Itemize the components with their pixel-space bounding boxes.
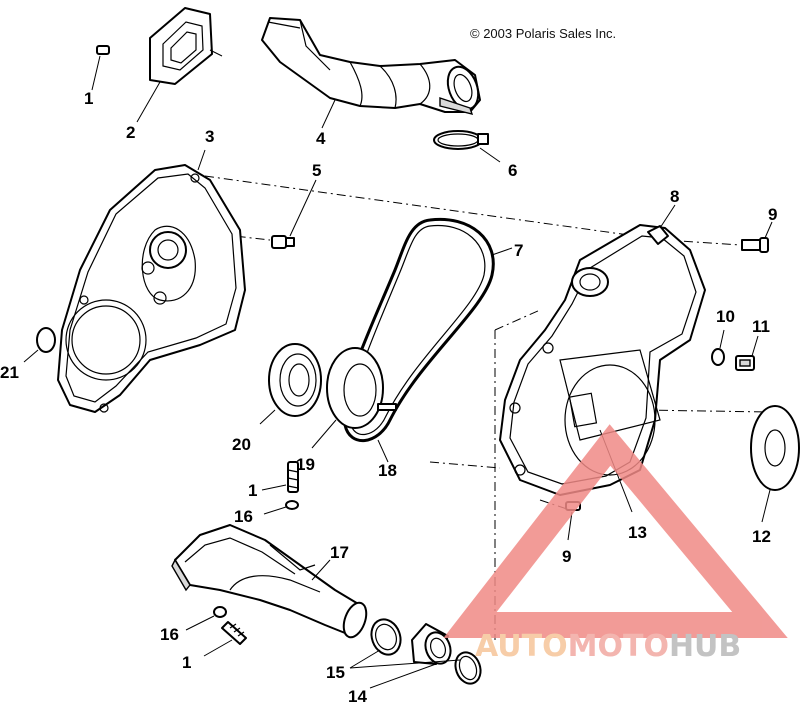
screw-part-1-bottom [203,621,247,657]
clamp-part-15-first [370,618,402,656]
plug-part-11 [735,335,759,371]
callout-16-lower: 16 [160,625,179,644]
outer-cover-part-8 [499,204,706,496]
callout-labels: 1 2 3 4 5 6 7 8 9 10 11 12 13 9 14 15 16… [0,89,777,704]
washer-part-10 [711,329,725,366]
copyright-text: © 2003 Polaris Sales Inc. [470,26,616,41]
callout-14: 14 [348,687,367,704]
washer-part-16-lower [185,606,227,631]
callout-16-upper: 16 [234,507,253,526]
clamp-part-6 [433,130,501,163]
watermark-hub: HUB [669,629,741,664]
automotohub-watermark: AUTOMOTOHUB [443,424,788,664]
watermark-triangle [443,424,788,638]
callout-7: 7 [514,241,523,260]
callout-4: 4 [316,129,326,148]
bolt-part-5 [271,179,317,249]
callout-20: 20 [232,435,251,454]
callout-1-middle: 1 [248,481,257,500]
callout-8: 8 [670,187,679,206]
callout-21: 21 [0,363,19,382]
callout-19: 19 [296,455,315,474]
o-ring-part-21 [23,327,56,363]
duct-gasket-part-2 [136,7,223,123]
watermark-moto: MOTO [568,629,669,664]
callout-1-bottom: 1 [182,653,191,672]
callout-1-top: 1 [84,89,93,108]
callout-9-top: 9 [768,205,777,224]
watermark-text: AUTOMOTOHUB [475,629,741,664]
callout-18: 18 [378,461,397,480]
outlet-duct-part-17 [171,524,368,639]
callout-6: 6 [508,161,517,180]
seal-plate-part-19 [311,347,397,449]
callout-17: 17 [330,543,349,562]
washer-part-16-upper [263,500,299,515]
disc-part-12 [750,405,800,523]
intake-boot-part-4 [261,17,481,129]
screw-part-1-top [91,45,110,91]
inner-cover-part-3 [57,149,246,413]
watermark-auto: AUTO [475,629,568,664]
leads-parts-14-15 [349,649,461,689]
screw-part-1-middle [261,461,299,493]
callout-15: 15 [326,663,345,682]
clamp-part-15-second [454,651,482,685]
callout-2: 2 [126,123,135,142]
callout-13: 13 [628,523,647,542]
callout-12: 12 [752,527,771,546]
drive-belt-part-7 [342,217,513,463]
bolt-part-9-top [741,221,773,253]
callout-9-bottom: 9 [562,547,571,566]
coupler-part-14 [411,623,452,665]
callout-5: 5 [312,161,321,180]
callout-11: 11 [752,317,770,336]
callout-10: 10 [716,307,735,326]
seal-part-20 [259,343,322,425]
callout-3: 3 [205,127,214,146]
